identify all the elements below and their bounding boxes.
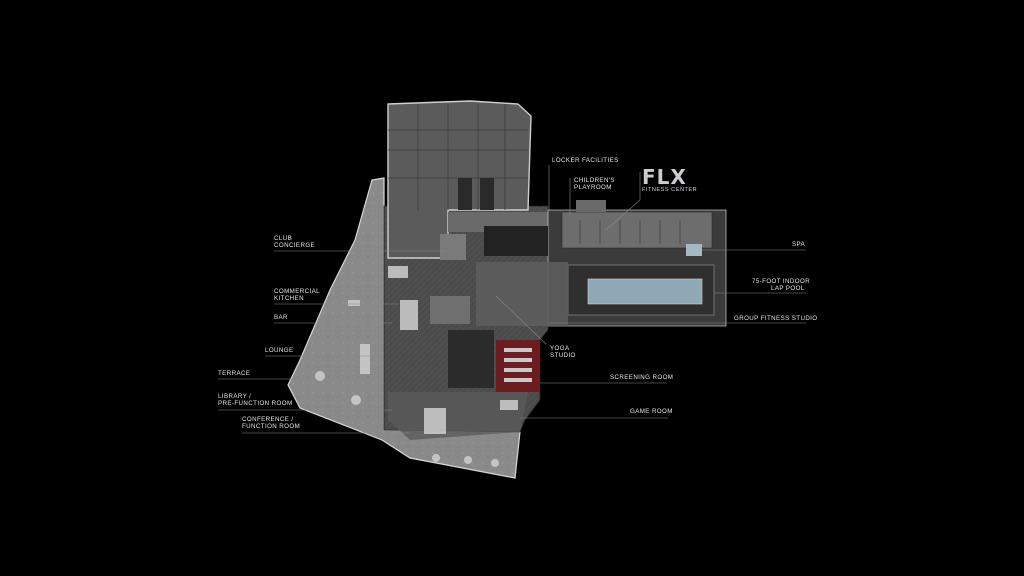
label-conference-1: CONFERENCE / [242,416,294,423]
right-labels: LOCKER FACILITIES CHILDREN'S PLAYROOM SP… [495,157,818,419]
label-yoga-studio-1: YOGA [550,345,570,352]
label-commercial-kitchen-1: COMMERCIAL [274,288,320,295]
label-yoga-studio-2: STUDIO [550,352,576,359]
label-game-room: GAME ROOM [630,408,673,415]
label-childrens-playroom-1: CHILDREN'S [574,177,615,184]
brand-logo: FLX [642,165,687,189]
label-library-2: PRE-FUNCTION ROOM [218,400,293,407]
fitness-brand: FLX FITNESS CENTER [605,165,697,231]
label-club-concierge-1: CLUB [274,235,292,242]
label-lap-pool-2: LAP POOL [771,285,805,292]
label-terrace: TERRACE [218,370,250,377]
label-locker-facilities: LOCKER FACILITIES [552,157,619,164]
brand-subtitle: FITNESS CENTER [642,187,697,193]
furniture-clusters [315,266,518,467]
label-childrens-playroom-2: PLAYROOM [574,184,612,191]
central-corridor [440,226,568,326]
yoga-block [430,296,494,388]
label-conference-2: FUNCTION ROOM [242,423,300,430]
label-commercial-kitchen-2: KITCHEN [274,295,304,302]
label-club-concierge-2: CONCIERGE [274,242,315,249]
label-bar: BAR [274,314,288,321]
left-labels: CLUB CONCIERGE COMMERCIAL KITCHEN BAR LO… [218,235,444,434]
label-lap-pool-1: 75-FOOT INDOOR [752,278,810,285]
label-lounge: LOUNGE [265,347,294,354]
label-spa: SPA [792,241,806,248]
label-group-fitness: GROUP FITNESS STUDIO [734,315,818,322]
label-screening-room: SCREENING ROOM [610,374,673,381]
tower-core [387,100,548,259]
screening-room [496,340,540,392]
label-library-1: LIBRARY / [218,393,251,400]
lap-pool [567,264,715,316]
